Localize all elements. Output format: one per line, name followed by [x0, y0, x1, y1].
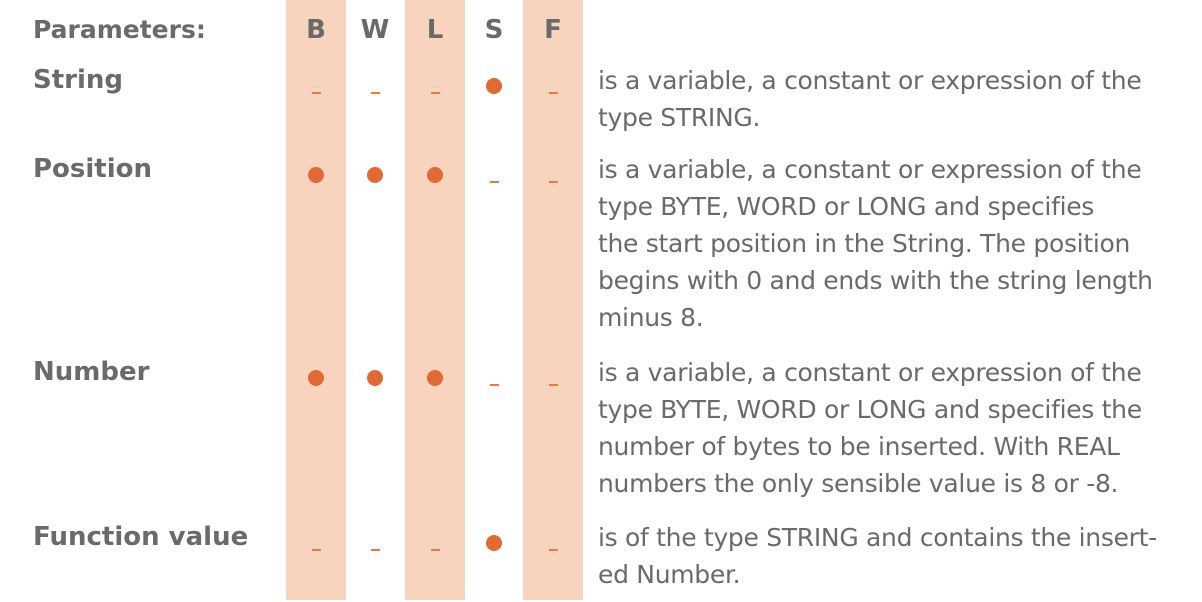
- column-header-f: F: [544, 15, 562, 45]
- column-band-b: [286, 0, 346, 600]
- mark-function-value-f: [523, 545, 583, 551]
- unsupported-dash-icon: [548, 181, 558, 183]
- description-line: is a variable, a constant or expression …: [598, 155, 1142, 184]
- description-line: the start position in the String. The po…: [598, 229, 1131, 258]
- mark-position-w: [345, 167, 405, 187]
- param-label-number: Number: [33, 357, 150, 387]
- mark-position-f: [523, 177, 583, 183]
- description-line: type BYTE, WORD or LONG and specifies: [598, 192, 1095, 221]
- column-band-l: [405, 0, 465, 600]
- parameters-heading: Parameters:: [33, 15, 206, 44]
- unsupported-dash-icon: [370, 549, 380, 551]
- description-line: is a variable, a constant or expression …: [598, 358, 1142, 387]
- unsupported-dash-icon: [489, 384, 499, 386]
- param-description-position: is a variable, a constant or expression …: [598, 151, 1198, 336]
- description-line: number of bytes to be inserted. With REA…: [598, 432, 1120, 461]
- mark-position-b: [286, 167, 346, 187]
- param-description-string: is a variable, a constant or expression …: [598, 62, 1198, 136]
- mark-function-value-w: [345, 545, 405, 551]
- supported-dot-icon: [308, 370, 324, 386]
- unsupported-dash-icon: [430, 549, 440, 551]
- mark-number-b: [286, 370, 346, 390]
- description-line: minus 8.: [598, 303, 704, 332]
- supported-dot-icon: [427, 167, 443, 183]
- supported-dot-icon: [486, 535, 502, 551]
- mark-string-l: [405, 88, 465, 94]
- supported-dot-icon: [367, 167, 383, 183]
- param-description-number: is a variable, a constant or expression …: [598, 354, 1198, 502]
- supported-dot-icon: [427, 370, 443, 386]
- unsupported-dash-icon: [548, 384, 558, 386]
- column-band-f: [523, 0, 583, 600]
- param-label-string: String: [33, 65, 124, 95]
- mark-position-l: [405, 167, 465, 187]
- mark-string-s: [464, 78, 524, 98]
- description-line: is a variable, a constant or expression …: [598, 66, 1142, 95]
- unsupported-dash-icon: [370, 92, 380, 94]
- description-line: numbers the only sensible value is 8 or …: [598, 469, 1119, 498]
- param-description-function-value: is of the type STRING and contains the i…: [598, 519, 1198, 593]
- mark-number-f: [523, 380, 583, 386]
- mark-string-b: [286, 88, 346, 94]
- unsupported-dash-icon: [548, 549, 558, 551]
- description-line: type STRING.: [598, 103, 761, 132]
- column-header-l: L: [426, 15, 444, 45]
- unsupported-dash-icon: [489, 181, 499, 183]
- param-label-position: Position: [33, 154, 153, 184]
- column-header-s: S: [484, 15, 504, 45]
- mark-number-l: [405, 370, 465, 390]
- unsupported-dash-icon: [430, 92, 440, 94]
- supported-dot-icon: [367, 370, 383, 386]
- description-line: begins with 0 and ends with the string l…: [598, 266, 1153, 295]
- mark-number-s: [464, 380, 524, 386]
- unsupported-dash-icon: [311, 549, 321, 551]
- unsupported-dash-icon: [311, 92, 321, 94]
- mark-position-s: [464, 177, 524, 183]
- supported-dot-icon: [486, 78, 502, 94]
- unsupported-dash-icon: [548, 92, 558, 94]
- mark-string-f: [523, 88, 583, 94]
- mark-function-value-s: [464, 535, 524, 555]
- column-header-b: B: [306, 15, 326, 45]
- supported-dot-icon: [308, 167, 324, 183]
- mark-function-value-b: [286, 545, 346, 551]
- description-line: type BYTE, WORD or LONG and specifies th…: [598, 395, 1142, 424]
- column-header-w: W: [360, 15, 390, 45]
- mark-string-w: [345, 88, 405, 94]
- param-label-function-value: Function value: [33, 522, 249, 552]
- description-line: ed Number.: [598, 560, 741, 589]
- description-line: is of the type STRING and contains the i…: [598, 523, 1157, 552]
- mark-function-value-l: [405, 545, 465, 551]
- mark-number-w: [345, 370, 405, 390]
